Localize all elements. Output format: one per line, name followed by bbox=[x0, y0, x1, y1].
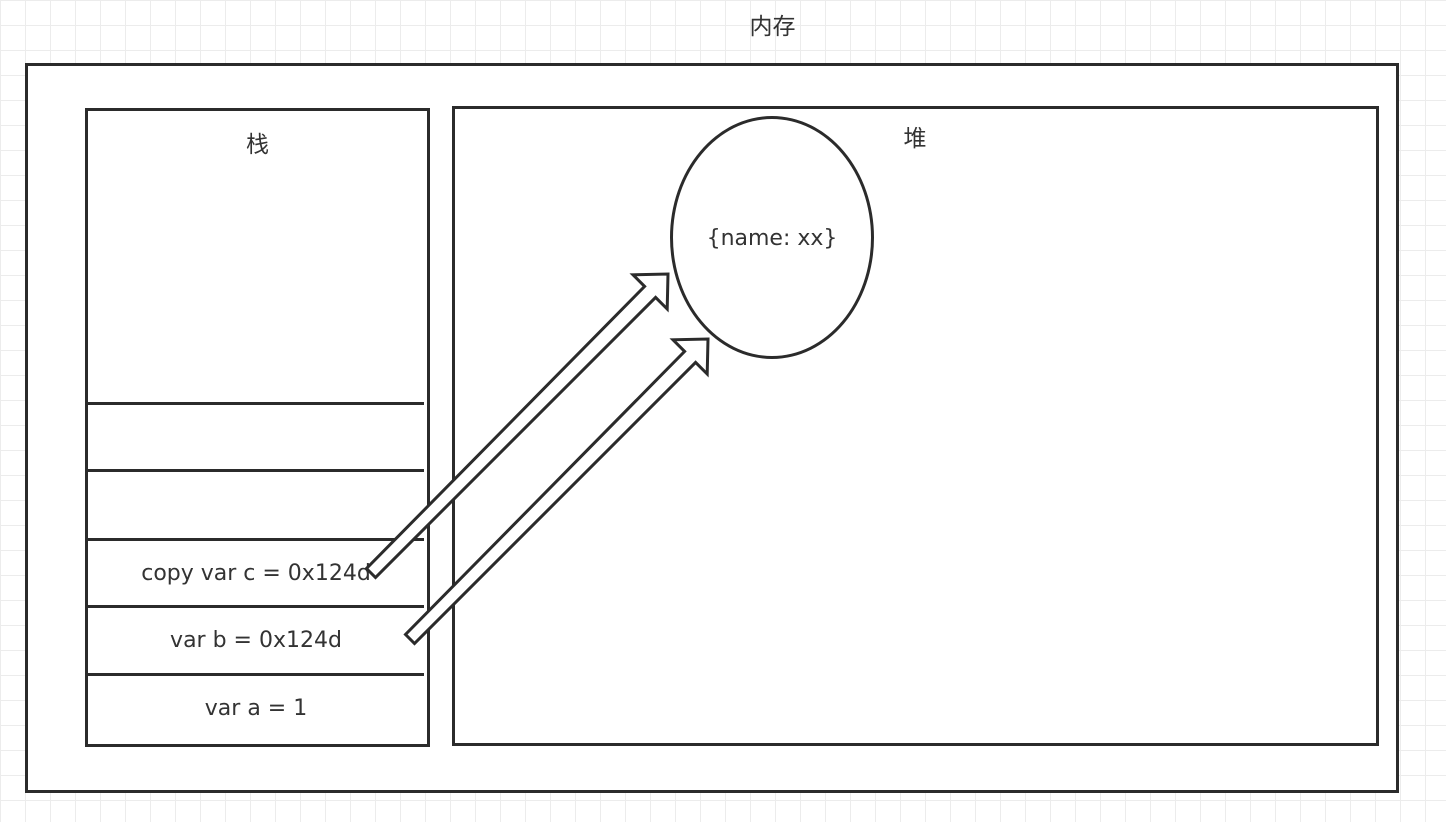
heap-object-label: {name: xx} bbox=[706, 226, 838, 251]
reference-arrow-c bbox=[364, 272, 670, 580]
memory-title: 内存 bbox=[749, 14, 796, 40]
stack-cell-var-c: copy var c = 0x124d bbox=[141, 561, 371, 586]
heap-container bbox=[452, 106, 1379, 746]
stack-divider bbox=[88, 402, 424, 405]
stack-divider bbox=[88, 673, 424, 676]
stack-container bbox=[85, 108, 430, 747]
heap-title: 堆 bbox=[903, 126, 927, 152]
stack-divider bbox=[88, 469, 424, 472]
stack-cell-var-a: var a = 1 bbox=[204, 696, 308, 721]
stack-title: 栈 bbox=[246, 132, 269, 158]
stack-divider bbox=[88, 605, 424, 608]
stack-cell-var-b: var b = 0x124d bbox=[170, 628, 342, 653]
heap-object-ellipse bbox=[670, 116, 874, 359]
stack-divider bbox=[88, 538, 424, 541]
reference-arrow-b bbox=[403, 337, 710, 646]
